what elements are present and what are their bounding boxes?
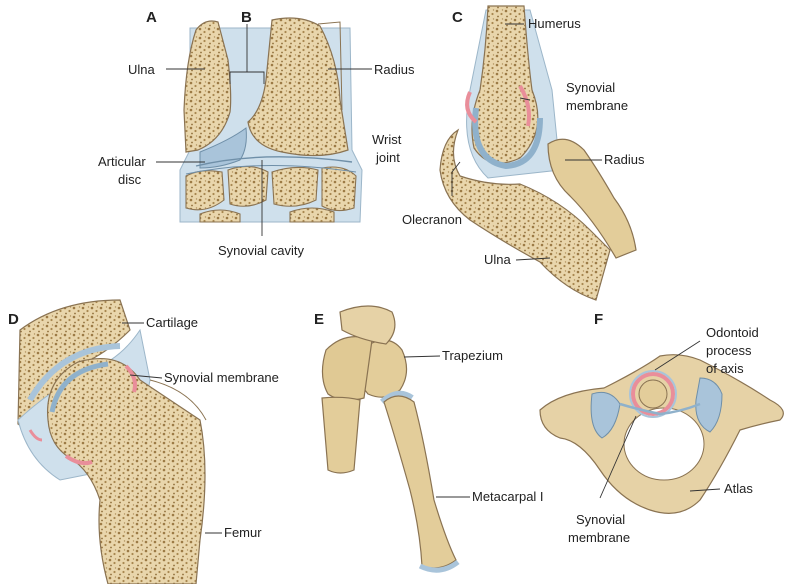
label-synovial-membrane-c-line1: Synovial (566, 80, 615, 95)
metacarpal-bone-e-2 (322, 397, 360, 473)
label-cartilage-d: Cartilage (146, 315, 198, 330)
label-atlas-f: Atlas (724, 481, 753, 496)
label-synovial-membrane-f-line2: membrane (568, 530, 630, 545)
label-synovial-membrane-c-line2: membrane (566, 98, 628, 113)
panel-d-hip (18, 300, 206, 584)
vertebral-foramen-f (624, 408, 704, 480)
label-trapezium-e: Trapezium (442, 348, 503, 363)
label-synovial-membrane-d: Synovial membrane (164, 370, 279, 385)
label-ulna-a: Ulna (128, 62, 156, 77)
label-synovial-cavity-a: Synovial cavity (218, 243, 304, 258)
panel-letter-a: A (146, 9, 157, 26)
panel-letter-f: F (594, 311, 603, 328)
panel-letter-e: E (314, 311, 324, 328)
label-wrist-joint-line1: Wrist (372, 132, 402, 147)
label-odontoid-line3: of axis (706, 361, 744, 376)
panel-letter-c: C (452, 9, 463, 26)
panel-e-thumb (322, 306, 458, 570)
label-odontoid-line1: Odontoid (706, 325, 759, 340)
label-femur-d: Femur (224, 525, 262, 540)
label-articular-disc-line1: Articular (98, 154, 146, 169)
label-metacarpal-e: Metacarpal I (472, 489, 544, 504)
panel-a-wrist (180, 18, 362, 222)
metacarpal-i-bone-e (384, 396, 456, 568)
label-ulna-c: Ulna (484, 252, 512, 267)
panel-letter-b: B (241, 9, 252, 26)
panel-letter-d: D (8, 311, 19, 328)
carpal-bone-e-1 (322, 337, 372, 401)
label-wrist-joint-line2: joint (375, 150, 400, 165)
label-articular-disc-line2: disc (118, 172, 142, 187)
label-humerus-c: Humerus (528, 16, 581, 31)
label-synovial-membrane-f-line1: Synovial (576, 512, 625, 527)
label-radius-c: Radius (604, 152, 645, 167)
label-odontoid-line2: process (706, 343, 752, 358)
label-radius-a: Radius (374, 62, 415, 77)
label-olecranon-c: Olecranon (402, 212, 462, 227)
